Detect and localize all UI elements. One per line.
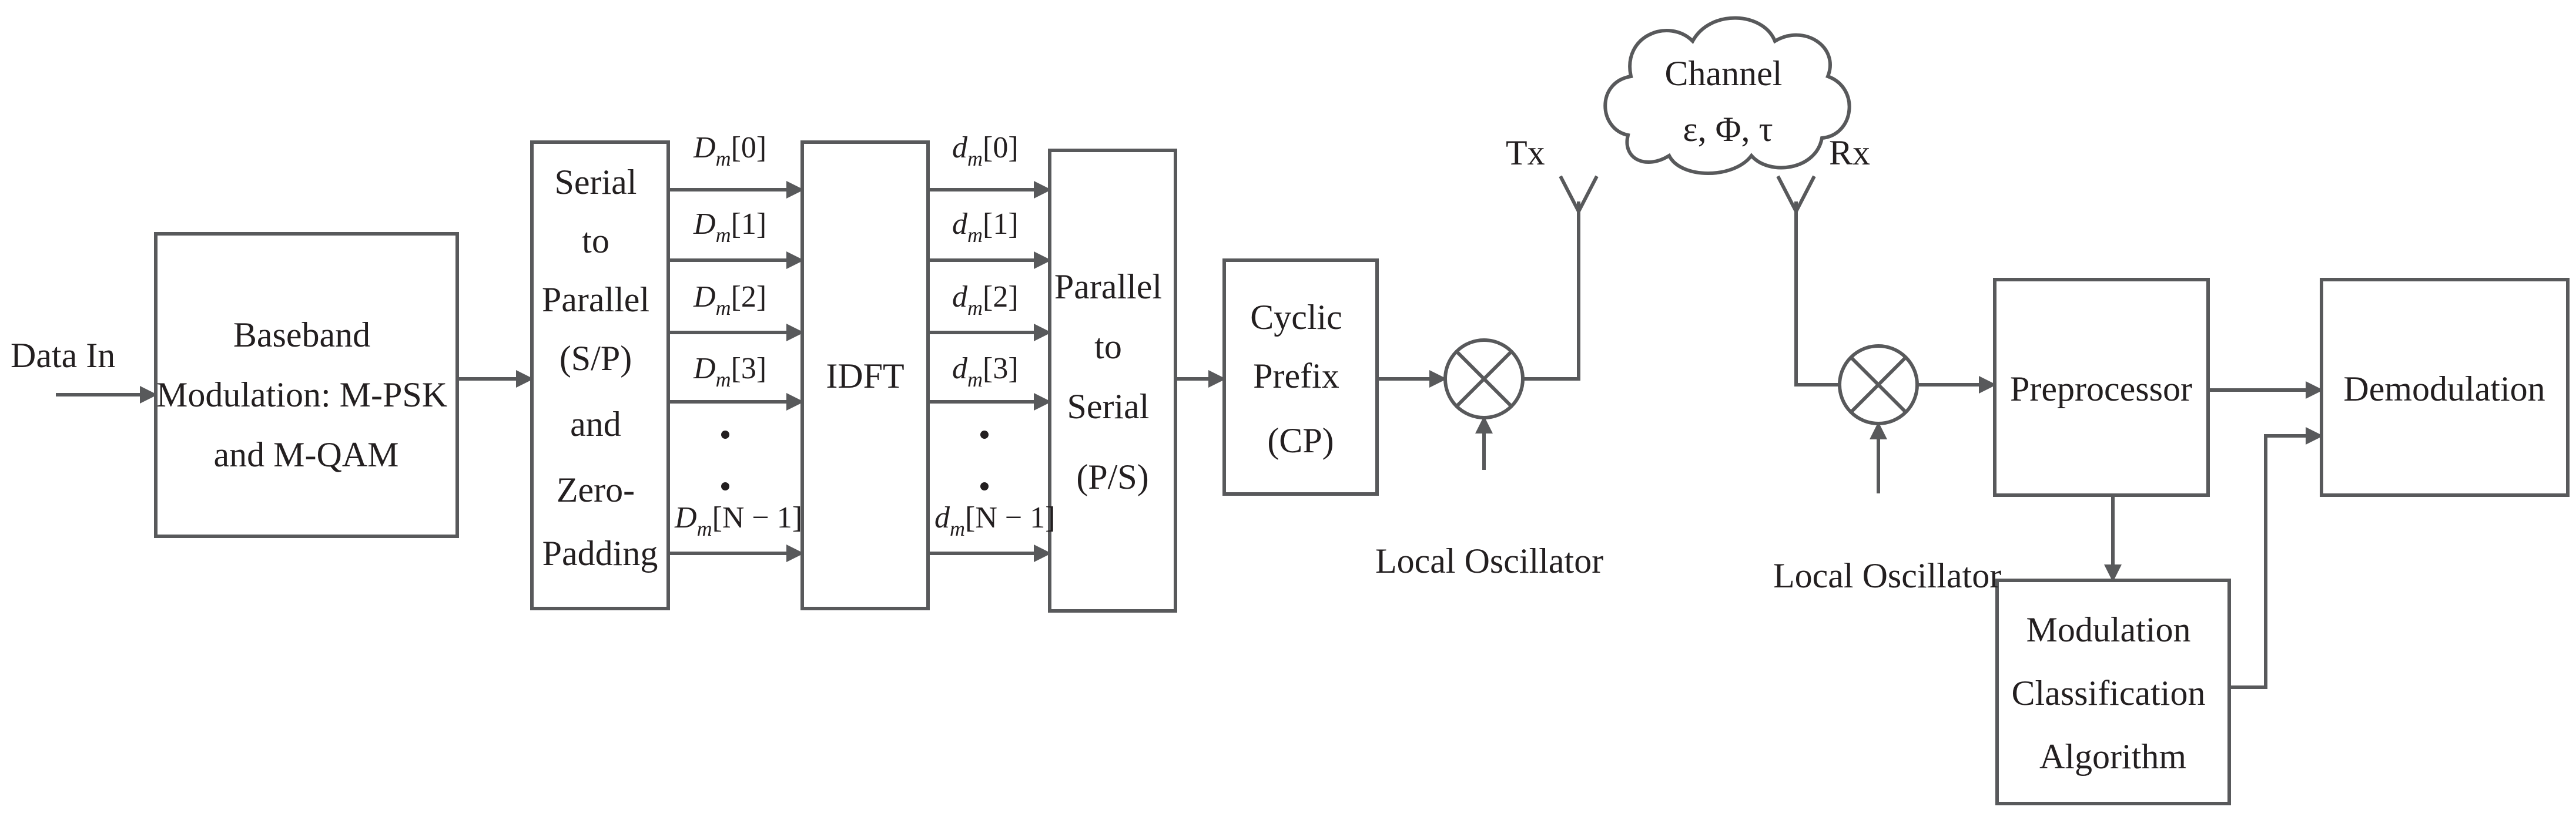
modulation-classification-block bbox=[1995, 579, 2231, 805]
parallel-to-serial-label: Parallel to Serial (P/S) bbox=[1054, 267, 1171, 496]
rx-local-oscillator-label: Local Oscillator bbox=[1773, 556, 2001, 595]
data-in-label: Data In bbox=[11, 336, 115, 375]
time-symbol-label-1: dm[1] bbox=[952, 207, 1019, 247]
rx-label: Rx bbox=[1829, 133, 1870, 172]
rx-mixer-icon bbox=[1838, 344, 1919, 425]
idft-block bbox=[800, 140, 930, 610]
tx-label: Tx bbox=[1506, 133, 1545, 172]
preprocessor-block bbox=[1993, 278, 2210, 497]
serial-to-parallel-block bbox=[530, 140, 670, 610]
time-symbol-label-n: dm[N − 1] bbox=[934, 501, 1056, 540]
time-symbol-label-0: dm[0] bbox=[952, 131, 1019, 170]
sp-idft-ellipsis-dot bbox=[721, 482, 729, 490]
serial-to-parallel-label: Serial to Parallel (S/P) and Zero- Paddi… bbox=[542, 163, 658, 573]
time-symbol-label-3: dm[3] bbox=[952, 352, 1019, 391]
modulation-classification-label: Modulation Classification Algorithm bbox=[2012, 610, 2215, 776]
preprocessor-label: Preprocessor bbox=[2010, 369, 2192, 408]
time-symbol-label-2: dm[2] bbox=[952, 280, 1019, 320]
channel-cloud-icon bbox=[1603, 16, 1851, 175]
sp-idft-ellipsis-dot bbox=[721, 431, 729, 439]
tx-antenna-icon bbox=[1559, 175, 1599, 216]
baseband-modulation-block bbox=[154, 232, 459, 538]
idft-ps-ellipsis-dot bbox=[980, 431, 989, 439]
rx-feed-line bbox=[1794, 201, 1840, 387]
tx-mixer-icon bbox=[1443, 338, 1525, 419]
parallel-to-serial-block bbox=[1048, 149, 1177, 613]
freq-symbol-label-0: Dm[0] bbox=[693, 131, 766, 170]
tx-feed-line bbox=[1523, 201, 1580, 381]
freq-symbol-label-1: Dm[1] bbox=[693, 207, 766, 247]
baseband-modulation-label: Baseband Modulation: M-PSK and M-QAM bbox=[156, 315, 456, 474]
freq-symbol-label-2: Dm[2] bbox=[693, 280, 766, 320]
freq-symbol-label-3: Dm[3] bbox=[693, 352, 766, 391]
idft-ps-ellipsis-dot bbox=[980, 482, 989, 490]
cyclic-prefix-label: Cyclic Prefix (CP) bbox=[1250, 298, 1351, 460]
demodulation-label: Demodulation bbox=[2343, 369, 2545, 408]
tx-local-oscillator-label: Local Oscillator bbox=[1375, 542, 1603, 580]
channel-label: Channel ε, Φ, τ bbox=[1665, 54, 1791, 149]
mca-to-demod-arrow bbox=[2229, 427, 2323, 689]
idft-label: IDFT bbox=[826, 357, 904, 395]
freq-symbol-label-n: Dm[N − 1] bbox=[674, 501, 802, 540]
